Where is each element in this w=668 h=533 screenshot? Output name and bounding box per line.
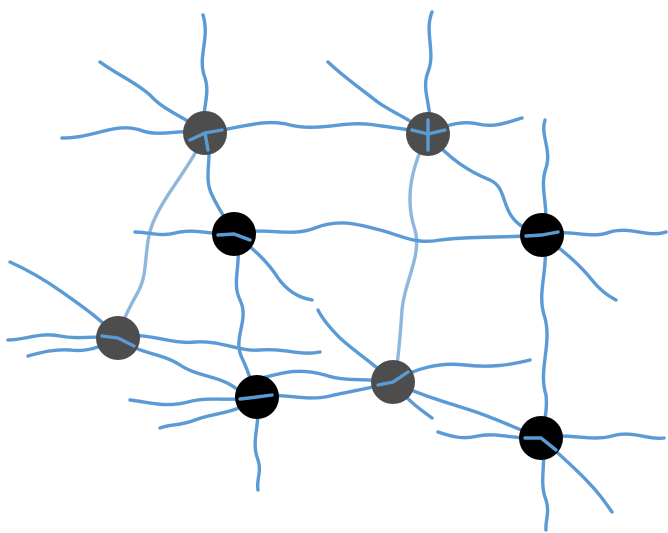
strand-fg-f — [524, 230, 560, 238]
strand-fg-h — [523, 436, 558, 452]
strand-g-to-h — [391, 380, 543, 440]
strand-fg-c — [100, 334, 136, 348]
strand-b-right — [232, 221, 544, 244]
strand-fg-b — [216, 232, 252, 242]
strand-a-right — [203, 120, 432, 136]
crosslink-nodes — [96, 111, 564, 460]
strand-a-to-c-light — [116, 131, 207, 340]
strand-b-down — [232, 232, 259, 399]
strand-g-upright — [391, 358, 532, 384]
foreground-strands — [100, 118, 560, 452]
strand-a-left — [60, 126, 207, 140]
strand-g-left — [260, 369, 395, 384]
strand-fg-d — [238, 393, 274, 401]
strand-f-to-h — [539, 233, 549, 440]
strand-e-to-g-light — [393, 132, 430, 382]
strand-e-to-f — [426, 132, 544, 237]
polymer-strands — [6, 10, 668, 532]
strand-c-right — [116, 333, 322, 355]
strand-g-upleft — [316, 308, 395, 384]
strand-fg-g — [376, 370, 410, 387]
strand-fg-a-down — [203, 131, 210, 152]
